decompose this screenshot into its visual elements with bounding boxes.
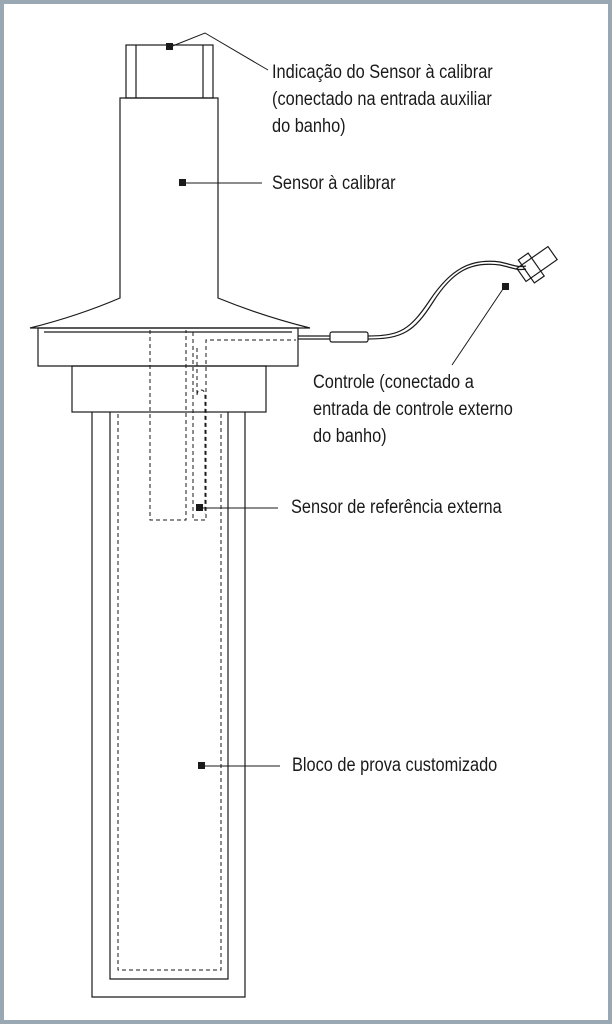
label-external-reference-sensor: Sensor de referência externa xyxy=(291,497,502,518)
marker-reference-sensor xyxy=(196,504,203,511)
control-connector-flange xyxy=(517,252,546,284)
collar xyxy=(71,365,267,413)
marker-test-block xyxy=(198,762,205,769)
marker-sensor-indication xyxy=(166,43,173,50)
reference-probe-hidden xyxy=(196,348,206,514)
control-cable xyxy=(298,260,527,337)
outer-tube xyxy=(91,412,246,998)
sensor-body xyxy=(29,97,311,329)
leader-control xyxy=(451,285,506,366)
leader-sensor-indication xyxy=(169,32,269,71)
label-control: Controle (conectado a entrada de control… xyxy=(313,372,513,447)
label-sensor-indication: Indicação do Sensor à calibrar (conectad… xyxy=(272,62,493,137)
control-connector xyxy=(516,245,558,283)
marker-control xyxy=(502,283,509,290)
control-cable-2 xyxy=(298,263,527,340)
marker-sensor-to-calibrate xyxy=(179,179,186,186)
sensor-well-hidden xyxy=(149,330,187,521)
label-custom-test-block: Bloco de prova customizado xyxy=(292,755,498,776)
control-cable-sleeve xyxy=(329,331,369,343)
sensor-cap xyxy=(125,44,214,99)
top-plate xyxy=(37,327,299,367)
inner-tube xyxy=(109,412,229,980)
label-sensor-to-calibrate: Sensor à calibrar xyxy=(272,173,396,194)
block-cavity-hidden xyxy=(117,414,222,971)
